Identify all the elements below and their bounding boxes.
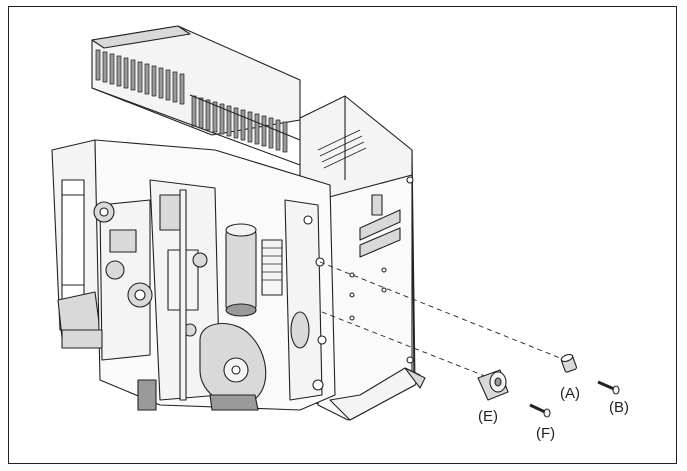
breaker-body	[51, 139, 336, 411]
part-e-bushing	[477, 369, 509, 401]
label-f: (F)	[536, 425, 555, 442]
terminal-blocks	[91, 25, 301, 166]
part-f-screw	[529, 403, 551, 418]
part-b-screw	[597, 380, 620, 395]
label-b: (B)	[609, 399, 629, 416]
label-a: (A)	[560, 385, 580, 402]
part-a-spacer	[560, 353, 578, 373]
label-e: (E)	[478, 408, 498, 425]
assembly-guide-lines	[319, 261, 571, 383]
